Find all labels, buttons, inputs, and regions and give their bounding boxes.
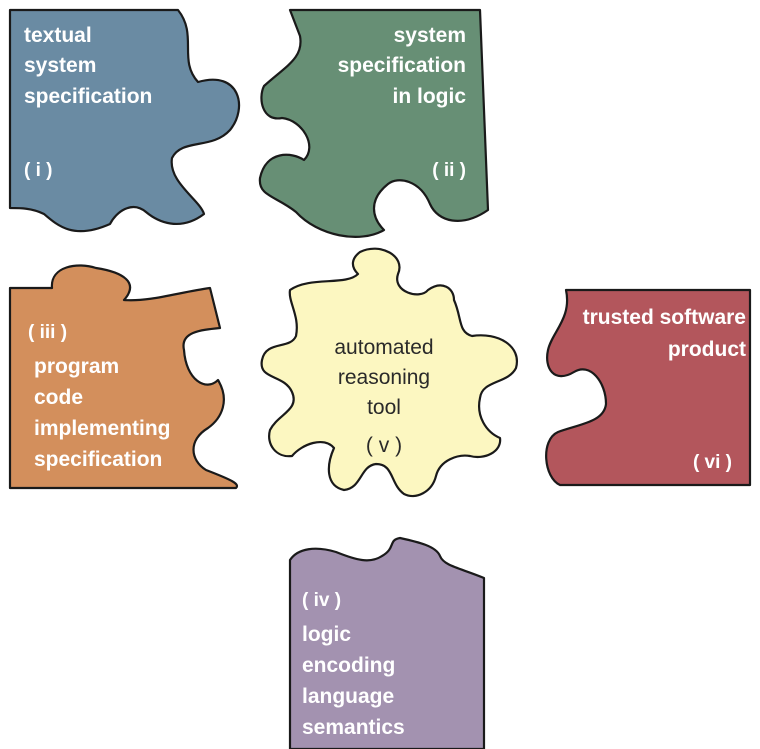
piece-v-shape — [260, 247, 519, 498]
piece-i-line-3: specification — [24, 85, 152, 108]
piece-v: automated reasoning tool ( v ) — [260, 247, 519, 498]
piece-ii-tag: ( ii ) — [432, 160, 466, 181]
piece-iii-line-3: implementing — [34, 417, 171, 440]
piece-iv-shape — [288, 536, 486, 749]
piece-ii-line-2: specification — [338, 54, 466, 77]
piece-iv: ( iv ) logic encoding language semantics — [288, 536, 486, 749]
piece-i: textual system specification ( i ) — [8, 8, 241, 233]
piece-v-line-2: reasoning — [338, 366, 430, 389]
piece-iii-tag: ( iii ) — [28, 322, 67, 343]
piece-ii-shape — [258, 8, 490, 238]
piece-v-line-3: tool — [367, 396, 401, 419]
piece-iv-line-3: language — [302, 685, 394, 708]
piece-ii-line-3: in logic — [393, 85, 467, 108]
piece-vi-shape — [545, 288, 752, 487]
piece-iv-line-1: logic — [302, 623, 351, 646]
piece-vi: trusted software product ( vi ) — [545, 288, 752, 487]
piece-iv-tag: ( iv ) — [302, 590, 341, 611]
piece-iii: ( iii ) program code implementing specif… — [8, 264, 239, 490]
piece-vi-line-2: product — [668, 338, 746, 361]
piece-iv-line-4: semantics — [302, 716, 405, 739]
piece-ii-line-1: system — [394, 24, 466, 47]
piece-iii-line-2: code — [34, 386, 83, 409]
piece-vi-tag: ( vi ) — [693, 452, 732, 473]
piece-i-tag: ( i ) — [24, 160, 53, 181]
piece-iii-line-4: specification — [34, 448, 162, 471]
piece-i-line-2: system — [24, 54, 96, 77]
piece-i-shape — [8, 8, 241, 233]
piece-i-line-1: textual — [24, 24, 92, 47]
piece-v-tag: ( v ) — [366, 434, 402, 457]
piece-ii: system specification in logic ( ii ) — [258, 8, 490, 238]
piece-iii-line-1: program — [34, 355, 119, 378]
piece-v-line-1: automated — [334, 336, 433, 359]
piece-iv-line-2: encoding — [302, 654, 395, 677]
piece-vi-line-1: trusted software — [583, 306, 746, 329]
piece-iii-shape — [8, 264, 239, 490]
